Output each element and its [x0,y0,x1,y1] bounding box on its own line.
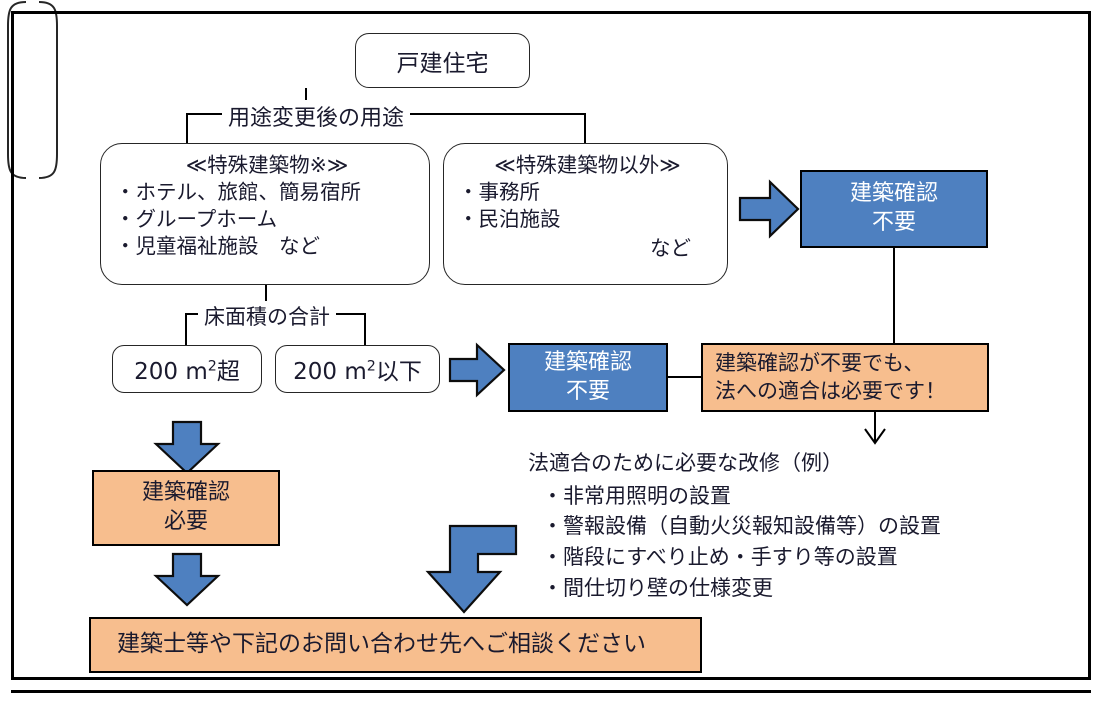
box-area-under-200-label: 200 m2以下 [293,358,422,385]
box-special-building[interactable]: ≪特殊建築物※≫ ・ホテル、旅館、簡易宿所 ・グループホーム ・児童福祉施設 な… [100,143,430,285]
box-non-special-building[interactable]: ≪特殊建築物以外≫ ・事務所 ・民泊施設 など [443,143,728,285]
box-non-special-building-header: ≪特殊建築物以外≫ [494,153,681,177]
connector-split-left [186,113,188,143]
box-no-confirmation-top-line1: 建築確認 [849,181,938,207]
arrow-down-notice-to-list [864,412,886,445]
box-special-building-item: ・児童福祉施設 など [115,234,320,259]
label-use-after-change: 用途変更後の用途 [222,100,411,132]
list-renovation-header: 法適合のために必要な改修（例） [528,451,843,475]
box-compliance-notice[interactable]: 建築確認が不要でも、 法への適合は必要です！ [701,343,989,412]
connector-top-blue-down [893,248,895,344]
box-no-confirmation-mid[interactable]: 建築確認 不要 [508,343,668,412]
arrow-right-to-no-confirmation-mid [448,342,506,398]
box-confirmation-required-line2: 必要 [163,509,208,534]
box-non-special-building-etc: など [650,236,691,261]
box-confirmation-required[interactable]: 建築確認 必要 [92,470,280,546]
box-non-special-building-item: ・事務所 [458,180,540,205]
box-special-building-item: ・ホテル、旅館、簡易宿所 [115,180,361,205]
connector-special-down [265,285,267,314]
box-compliance-notice-line2: 法への適合は必要です！ [715,378,946,403]
outer-frame [11,11,1091,680]
box-area-over-200[interactable]: 200 m2超 [112,345,262,393]
connector-split-right [584,113,586,143]
label-total-floor-area: 床面積の合計 [198,301,336,331]
arrow-elbow-to-consult-banner [425,524,518,614]
box-area-over-200-label: 200 m2超 [134,358,240,385]
box-no-confirmation-mid-line1: 建築確認 [543,349,632,375]
arrow-down-to-consult-banner-left [153,552,221,607]
connector-area-right [364,313,366,345]
box-confirmation-required-line1: 建築確認 [141,480,230,506]
connector-mid-blue-to-notice [668,376,702,378]
list-renovation-item: ・間仕切り壁の仕様変更 [542,575,773,600]
box-area-under-200[interactable]: 200 m2以下 [275,345,440,393]
node-detached-house[interactable]: 戸建住宅 [355,33,530,88]
list-renovation-item: ・非常用照明の設置 [542,483,731,508]
list-renovation-item: ・階段にすべり止め・手すり等の設置 [542,545,898,570]
banner-consult[interactable]: 建築士等や下記のお問い合わせ先へご相談ください [89,617,702,673]
bracket-right [39,1,59,179]
box-no-confirmation-mid-line2: 不要 [565,378,610,404]
connector-area-left [185,313,187,345]
box-no-confirmation-top-line2: 不要 [871,210,916,235]
box-compliance-notice-line1: 建築確認が不要でも、 [715,351,925,376]
arrow-down-to-confirmation-required [153,420,221,475]
arrow-right-to-no-confirmation-top [738,179,800,239]
bracket-left [7,1,27,179]
box-no-confirmation-top[interactable]: 建築確認 不要 [800,170,988,248]
node-detached-house-label: 戸建住宅 [396,50,489,77]
box-special-building-item: ・グループホーム [115,207,278,232]
box-non-special-building-item: ・民泊施設 [458,207,561,232]
list-renovation-examples[interactable]: 法適合のために必要な改修（例） ・非常用照明の設置 ・警報設備（自動火災報知設備… [528,450,1020,605]
banner-consult-label: 建築士等や下記のお問い合わせ先へご相談ください [117,631,646,658]
box-special-building-header: ≪特殊建築物※≫ [185,153,349,177]
outer-frame-bottom-rule [11,690,1091,693]
list-renovation-item: ・警報設備（自動火災報知設備等）の設置 [542,514,941,539]
